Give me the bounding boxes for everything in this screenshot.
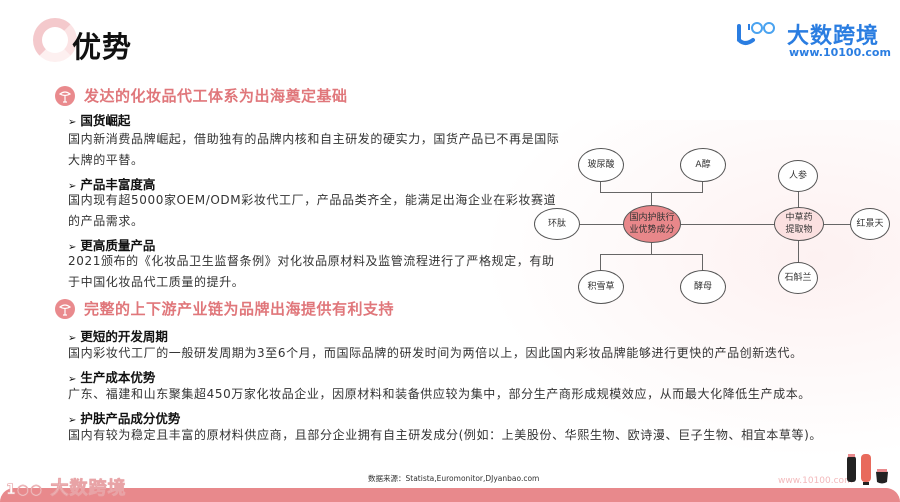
arrow-bullet-icon: ➢ bbox=[68, 117, 77, 128]
item-text: 国内新消费品牌崛起，借助独有的品牌内核和自主研发的硬实力，国货产品已不再是国际 … bbox=[68, 132, 560, 167]
brand-10100-icon: 1○○ bbox=[6, 482, 44, 499]
item-text: 国内彩妆代工厂的一般研发周期为3至6个月，而国际品牌的研发时间为两倍以上，因此国… bbox=[68, 346, 803, 360]
brand-url[interactable]: www.10100.com bbox=[789, 46, 891, 59]
footer-band bbox=[0, 488, 900, 502]
item-text: 国内有较为稳定且丰富的原材料供应商，且部分企业拥有自主研发成分(例如：上美股份、… bbox=[68, 428, 822, 442]
brand-name: 大数跨境 bbox=[787, 24, 880, 49]
herb-node: 红景天 bbox=[850, 208, 890, 240]
ingredient-node: 积雪草 bbox=[578, 270, 624, 304]
item-text: 2021颁布的《化妆品卫生监督条例》对化妆品原材料及监管流程进行了严格规定，有助… bbox=[68, 254, 555, 289]
section-header-1: 发达的化妆品代工体系为出海奠定基础 bbox=[55, 85, 348, 106]
item-heading: ➢产品丰富度高 bbox=[68, 177, 156, 192]
item-heading: ➢更短的开发周期 bbox=[68, 329, 168, 344]
brand-10100-icon bbox=[737, 22, 775, 45]
data-source: 数据来源：Statista,Euromonitor,DJyanbao.com bbox=[368, 474, 540, 483]
ingredient-node: 酵母 bbox=[680, 270, 726, 304]
arrow-bullet-icon: ➢ bbox=[68, 333, 77, 344]
ingredient-node: 环肽 bbox=[534, 208, 580, 240]
item-text: 广东、福建和山东聚集超450万家化妆品企业，因原材料和装备供应较为集中，部分生产… bbox=[68, 387, 811, 401]
ingredient-diagram: 玻尿酸 A醇 环肽 国内护肤行业优势成分 积雪草 酵母 人参 中草药提取物 红景… bbox=[530, 140, 900, 310]
arrow-bullet-icon: ➢ bbox=[68, 242, 77, 253]
footer-url[interactable]: www.10100.com bbox=[778, 476, 853, 486]
herb-node: 石斛兰 bbox=[778, 262, 818, 294]
item-heading: ➢更高质量产品 bbox=[68, 238, 156, 253]
ingredient-node: A醇 bbox=[680, 148, 726, 182]
item-heading: ➢生产成本优势 bbox=[68, 370, 156, 385]
page-title: 优势 bbox=[72, 30, 133, 64]
arrow-bullet-icon: ➢ bbox=[68, 374, 77, 385]
cosmetics-icon bbox=[55, 85, 75, 106]
section-title: 完整的上下游产业链为品牌出海提供有利支持 bbox=[84, 300, 395, 318]
title-ring-decoration bbox=[33, 18, 77, 62]
arrow-bullet-icon: ➢ bbox=[68, 415, 77, 426]
herb-node: 人参 bbox=[778, 160, 818, 192]
ingredient-node: 玻尿酸 bbox=[578, 148, 624, 182]
arrow-bullet-icon: ➢ bbox=[68, 181, 77, 192]
footer-brand-logo: 1○○ 大数跨境 bbox=[6, 478, 127, 500]
cosmetic-bottles-icon bbox=[847, 454, 888, 485]
item-heading: ➢国货崛起 bbox=[68, 113, 131, 128]
sub-hub-node: 中草药提取物 bbox=[774, 207, 824, 241]
item-text: 国内现有超5000家OEM/ODM彩妆代工厂，产品品类齐全，能满足出海企业在彩妆… bbox=[68, 193, 557, 228]
section-title: 发达的化妆品代工体系为出海奠定基础 bbox=[84, 87, 348, 105]
cosmetics-icon bbox=[55, 298, 75, 319]
item-heading: ➢护肤产品成分优势 bbox=[68, 411, 181, 426]
section-header-2: 完整的上下游产业链为品牌出海提供有利支持 bbox=[55, 298, 394, 319]
core-node: 国内护肤行业优势成分 bbox=[623, 205, 681, 243]
